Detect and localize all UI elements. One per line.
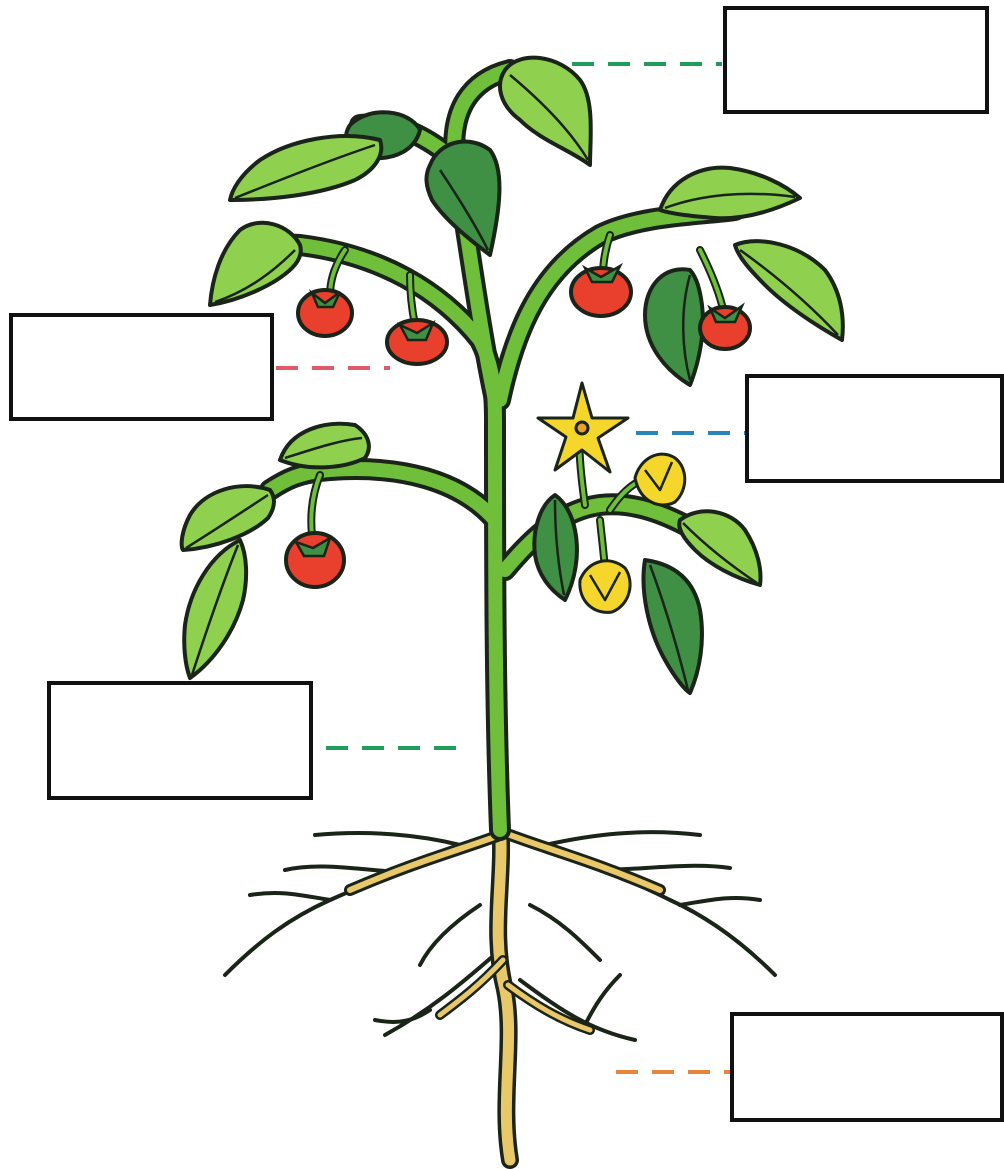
leaf: [645, 269, 703, 385]
label-box-leaf[interactable]: [723, 6, 989, 114]
label-box-fruit[interactable]: [9, 313, 274, 421]
leaf: [660, 168, 800, 219]
leaf: [644, 560, 702, 693]
flower: [580, 561, 630, 613]
tomato: [387, 320, 447, 364]
roots: [225, 820, 775, 1160]
tomato: [298, 290, 352, 336]
leaf: [500, 58, 591, 165]
leaf: [210, 223, 301, 305]
label-box-root[interactable]: [730, 1012, 1004, 1122]
leaf: [679, 511, 760, 585]
tomato: [700, 306, 750, 349]
leaf: [182, 486, 274, 550]
tomato: [286, 533, 344, 587]
tomato: [571, 266, 631, 316]
label-box-flower[interactable]: [745, 374, 1004, 483]
label-box-stem[interactable]: [47, 681, 313, 800]
